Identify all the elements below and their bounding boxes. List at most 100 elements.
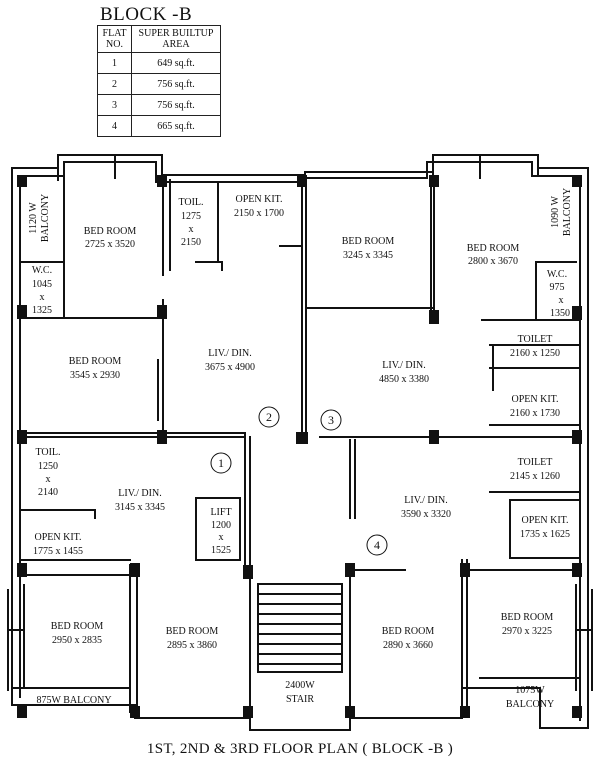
column — [130, 563, 140, 577]
room-label: OPEN KIT. — [521, 515, 568, 526]
room-label: 1350 — [550, 308, 570, 319]
column — [17, 305, 27, 319]
room-label: BALCONY — [562, 188, 573, 236]
column — [157, 175, 167, 187]
flat-marker-number: 3 — [328, 413, 334, 427]
area-table-header: FLAT NO. SUPER BUILTUP AREA — [97, 25, 221, 53]
column — [17, 430, 27, 444]
room-label: x — [40, 292, 45, 303]
room-label: 2160 x 1730 — [510, 408, 560, 419]
column — [460, 706, 470, 718]
room-label: 1325 — [32, 305, 52, 316]
area-cell: 756 sq.ft. — [131, 94, 221, 116]
room-label: TOILET — [518, 334, 553, 345]
column — [157, 430, 167, 444]
flat-marker-circle — [366, 534, 388, 556]
room-label: x — [559, 295, 564, 306]
room-label: 3590 x 3320 — [401, 509, 451, 520]
room-label: 2895 x 3860 — [167, 640, 217, 651]
column — [572, 563, 582, 577]
room-label: 1250 — [38, 461, 58, 472]
room-label: TOILET — [518, 457, 553, 468]
room-label: 3245 x 3345 — [343, 250, 393, 261]
room-label: 3545 x 2930 — [70, 370, 120, 381]
flat-markers — [210, 406, 388, 556]
room-label: x — [189, 224, 194, 235]
room-label: 2800 x 3670 — [468, 256, 518, 267]
column — [572, 175, 582, 187]
room-label: 3145 x 3345 — [115, 502, 165, 513]
room-label: 1775 x 1455 — [33, 546, 83, 557]
area-table: FLAT NO. SUPER BUILTUP AREA 1 649 sq.ft.… — [97, 25, 221, 137]
room-label: 1045 — [32, 279, 52, 290]
room-label: W.C. — [32, 265, 52, 276]
column — [243, 706, 253, 718]
room-labels: 1120 W BALCONY BED ROOM 2725 x 3520 TOIL… — [28, 188, 573, 710]
room-label: OPEN KIT. — [511, 394, 558, 405]
room-label: BALCONY — [40, 194, 51, 242]
room-label: 4850 x 3380 — [379, 374, 429, 385]
room-label: BED ROOM — [501, 612, 554, 623]
block-title: BLOCK -B — [100, 4, 193, 25]
plan-columns — [17, 175, 582, 718]
column — [157, 305, 167, 319]
column — [17, 175, 27, 187]
column — [17, 706, 27, 718]
room-label: W.C. — [547, 269, 567, 280]
column — [572, 430, 582, 444]
room-label: x — [46, 474, 51, 485]
room-label: 2890 x 3660 — [383, 640, 433, 651]
room-label: 2970 x 3225 — [502, 626, 552, 637]
room-label: TOIL. — [35, 447, 60, 458]
room-label: 1525 — [211, 545, 231, 556]
room-label: LIV./ DIN. — [118, 488, 161, 499]
room-label: LIV./ DIN. — [404, 495, 447, 506]
room-label: BED ROOM — [166, 626, 219, 637]
room-label: 875W BALCONY — [36, 695, 111, 706]
room-label: 2950 x 2835 — [52, 635, 102, 646]
column — [17, 563, 27, 577]
room-label: 1735 x 1625 — [520, 529, 570, 540]
room-label: BED ROOM — [69, 356, 122, 367]
table-row: 4 665 sq.ft. — [97, 115, 221, 137]
column — [130, 706, 140, 718]
flat-marker-number: 2 — [266, 410, 272, 424]
column — [572, 306, 582, 320]
flat-marker-circle — [210, 452, 232, 474]
room-label: 1075W — [515, 685, 545, 696]
room-label: 2150 x 1700 — [234, 208, 284, 219]
column — [345, 706, 355, 718]
room-label: 975 — [550, 282, 565, 293]
column — [243, 565, 253, 579]
room-label: BED ROOM — [342, 236, 395, 247]
table-row: 2 756 sq.ft. — [97, 73, 221, 95]
room-label: 1090 W — [550, 196, 561, 228]
room-label: 2145 x 1260 — [510, 471, 560, 482]
flat-marker-circle — [258, 406, 280, 428]
column — [429, 430, 439, 444]
room-label: LIV./ DIN. — [208, 348, 251, 359]
table-row: 3 756 sq.ft. — [97, 94, 221, 116]
column — [296, 432, 308, 444]
column — [297, 175, 307, 187]
room-label: 3675 x 4900 — [205, 362, 255, 373]
room-label: STAIR — [286, 694, 314, 705]
room-label: 2150 — [181, 237, 201, 248]
room-label: LIFT — [210, 507, 231, 518]
column — [460, 563, 470, 577]
room-label: 2725 x 3520 — [85, 239, 135, 250]
header-super-builtup-area: SUPER BUILTUP AREA — [131, 25, 221, 53]
area-cell: 665 sq.ft. — [131, 115, 221, 137]
room-label: BED ROOM — [51, 621, 104, 632]
room-label: OPEN KIT. — [34, 532, 81, 543]
room-label: BED ROOM — [84, 226, 137, 237]
column — [345, 563, 355, 577]
room-label: TOIL. — [178, 197, 203, 208]
room-label: 2140 — [38, 487, 58, 498]
room-label: 1275 — [181, 211, 201, 222]
flat-marker-number: 1 — [218, 456, 224, 470]
room-label: 2400W — [285, 680, 315, 691]
flat-marker-number: 4 — [374, 538, 380, 552]
room-label: OPEN KIT. — [235, 194, 282, 205]
